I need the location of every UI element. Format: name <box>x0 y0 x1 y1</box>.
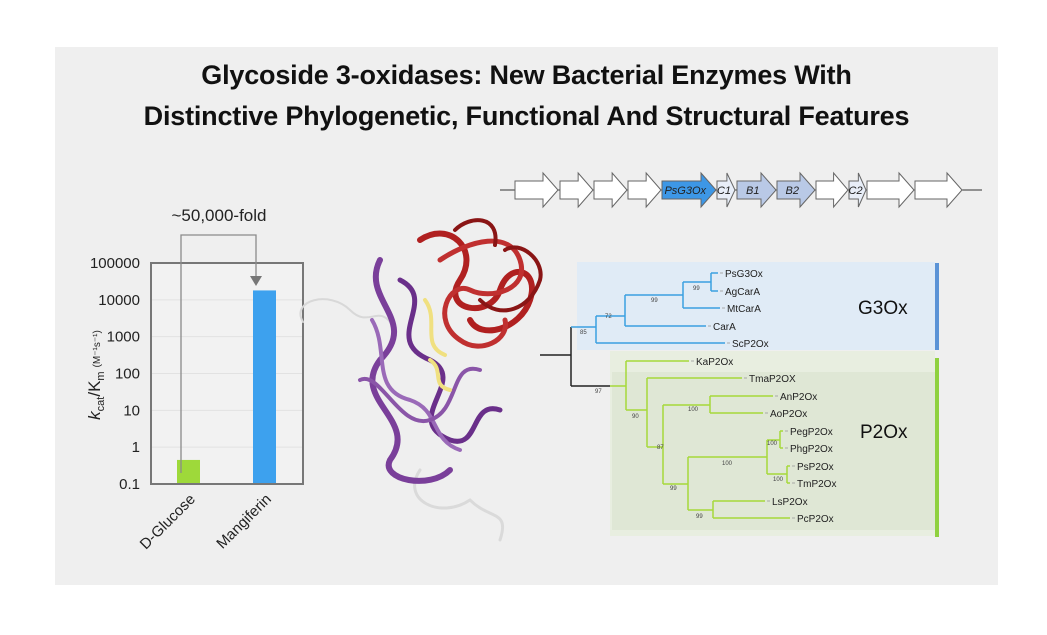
leaf-label: TmP2Ox <box>797 479 836 490</box>
p2ox-clade-bar <box>935 358 939 537</box>
leaf-label: PhgP2Ox <box>790 444 833 455</box>
fold-annotation: ~50,000-fold <box>172 206 267 225</box>
leaf-label: MtCarA <box>727 304 761 315</box>
y-tick-label: 1 <box>132 439 140 456</box>
p2ox-clade-box-inner <box>612 372 935 530</box>
g3ox-clade-label: G3Ox <box>858 298 908 319</box>
leaf-label: PsP2Ox <box>797 462 834 473</box>
y-tick-label: 10 <box>123 402 140 419</box>
bootstrap-value: 99 <box>693 286 700 292</box>
bootstrap-value: 99 <box>696 514 703 520</box>
gene-arrow <box>627 171 662 209</box>
bar-mangiferin <box>253 290 276 483</box>
gene-label: B1 <box>746 185 759 197</box>
bootstrap-value: 100 <box>722 461 733 467</box>
gene-arrow <box>661 171 717 209</box>
leaf-label: ScP2Ox <box>732 339 769 350</box>
leaf-label: AnP2Ox <box>780 392 817 403</box>
gene-label: B2 <box>786 185 799 197</box>
bar-d-glucose <box>177 459 200 483</box>
title-line-1: Glycoside 3-oxidases: New Bacterial Enzy… <box>201 60 852 90</box>
bootstrap-value: 100 <box>767 441 778 447</box>
leaf-label: AgCarA <box>725 287 760 298</box>
leaf-label: CarA <box>713 322 736 333</box>
gene-arrow <box>514 171 559 209</box>
leaf-label: TmaP2OX <box>749 374 796 385</box>
gene-arrow <box>559 171 594 209</box>
leaf-label: LsP2Ox <box>772 497 808 508</box>
gene-arrow <box>776 171 816 209</box>
gene-label: PsG3Ox <box>664 185 706 197</box>
leaf-label: PsG3Ox <box>725 269 763 280</box>
leaf-label: AoP2Ox <box>770 409 807 420</box>
x-tick-mangiferin: Mangiferin <box>213 491 275 553</box>
y-tick-label: 1000 <box>107 329 140 346</box>
gene-label: C2 <box>849 185 863 197</box>
bootstrap-value: 97 <box>595 389 602 395</box>
bootstrap-value: 100 <box>773 477 784 483</box>
y-tick-label: 100000 <box>90 255 140 272</box>
bootstrap-value: 87 <box>657 445 664 451</box>
gene-arrow <box>716 172 736 208</box>
gene-arrow <box>866 171 915 209</box>
g3ox-clade-bar <box>935 263 939 350</box>
gene-arrow <box>848 172 867 208</box>
gene-arrow <box>736 171 777 209</box>
leaf-label: KaP2Ox <box>696 357 733 368</box>
bootstrap-value: 99 <box>670 486 677 492</box>
bar-chart: 100000 10000 1000 100 10 1 0.1 ~50,000-fold kc… <box>85 206 304 553</box>
bootstrap-value: 85 <box>580 330 587 336</box>
fold-arrowhead <box>250 276 262 286</box>
bootstrap-value: 90 <box>632 414 639 420</box>
y-tick-label: 10000 <box>98 292 140 309</box>
gene-arrow <box>914 171 963 209</box>
bootstrap-value: 72 <box>605 314 612 320</box>
bootstrap-value: 100 <box>688 407 699 413</box>
y-tick-label: 0.1 <box>119 476 140 493</box>
leaf-label: PegP2Ox <box>790 427 833 438</box>
gene-cluster: PsG3Ox C1 B1 B2 C2 <box>500 171 982 209</box>
gene-label: C1 <box>717 185 731 197</box>
protein-structure-image <box>299 218 543 542</box>
leaf-label: PcP2Ox <box>797 514 834 525</box>
x-tick-d-glucose: D-Glucose <box>137 491 199 553</box>
fold-arrow <box>180 234 257 473</box>
title-line-2: Distinctive Phylogenetic, Functional And… <box>143 101 910 131</box>
p2ox-clade-label: P2Ox <box>860 422 908 443</box>
gene-arrow <box>815 171 849 209</box>
y-tick-label: 100 <box>115 366 140 383</box>
g3ox-clade-box <box>577 262 935 350</box>
y-axis-label: kcat/Km(M⁻¹s⁻¹) <box>85 330 107 420</box>
bootstrap-value: 99 <box>651 298 658 304</box>
gene-arrow <box>593 171 628 209</box>
